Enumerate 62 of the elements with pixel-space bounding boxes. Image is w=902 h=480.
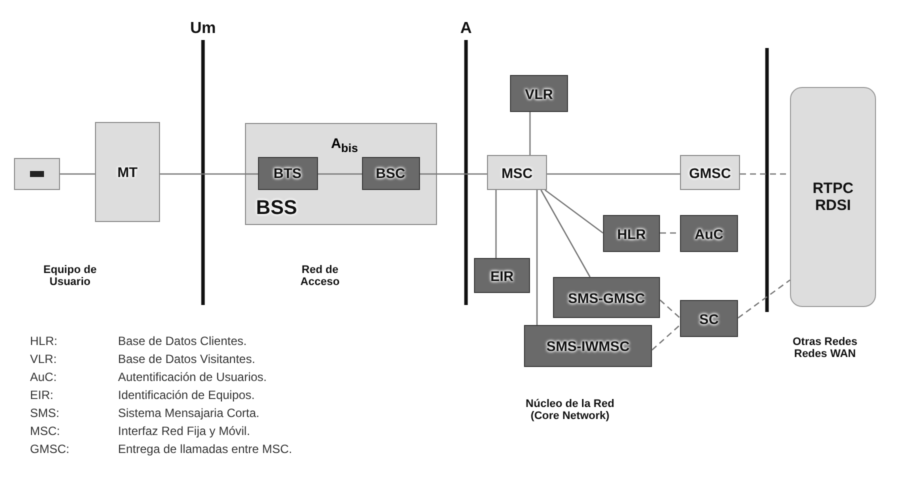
network-element-box xyxy=(474,258,530,293)
connector-line xyxy=(738,279,790,319)
connector-line xyxy=(318,173,362,175)
connector-line xyxy=(160,173,258,175)
network-element-box xyxy=(487,155,547,190)
network-element-box xyxy=(680,215,738,252)
node-label: AuC xyxy=(694,226,724,242)
node-label: SMS-IWMSC xyxy=(546,338,630,354)
node-label: VLR xyxy=(525,86,553,102)
connector-line xyxy=(652,324,680,350)
node-label: MT xyxy=(117,164,138,180)
glossary-definition: Identificación de Equipos. xyxy=(118,388,255,402)
connector-line xyxy=(540,190,591,278)
network-element-box xyxy=(95,122,160,222)
connector-line xyxy=(529,112,531,155)
network-element-box xyxy=(362,156,420,190)
network-element-box xyxy=(258,156,318,190)
node-label: SC xyxy=(699,310,719,326)
connector-line xyxy=(420,173,487,175)
node-label: GMSC xyxy=(689,164,731,180)
network-element-box xyxy=(680,155,740,190)
connector-line xyxy=(547,173,680,175)
subsystem-panel xyxy=(245,123,437,225)
network-panel xyxy=(790,87,876,307)
region-label: Otras Redes Redes WAN xyxy=(792,336,858,360)
node-label: EIR xyxy=(490,268,514,284)
connector-line xyxy=(544,189,604,234)
region-label: Núcleo de la Red (Core Network) xyxy=(524,398,616,422)
interface-label: Um xyxy=(189,20,217,38)
network-element-box xyxy=(553,277,660,318)
node-label: BSS xyxy=(256,197,298,220)
glossary-term: AuC: xyxy=(30,370,57,384)
connector-line xyxy=(60,173,95,175)
network-element-box xyxy=(603,215,660,252)
glossary-definition: Autentificación de Usuarios. xyxy=(118,370,267,384)
node-label: HLR xyxy=(617,226,646,242)
glossary-definition: Entrega de llamadas entre MSC. xyxy=(118,442,292,456)
glossary-definition: Base de Datos Visitantes. xyxy=(118,352,256,366)
region-label: Equipo de Usuario xyxy=(42,264,98,288)
network-element-box xyxy=(524,325,652,367)
glossary-term: MSC: xyxy=(30,424,60,438)
node-label: BSC xyxy=(376,165,406,181)
connector-line xyxy=(536,190,538,325)
node-label: RTPC RDSI xyxy=(812,180,854,214)
glossary-term: SMS: xyxy=(30,406,60,420)
interface-label: A xyxy=(459,20,473,38)
node-label: SMS-GMSC xyxy=(568,290,645,306)
connector-line xyxy=(660,300,680,318)
network-element-box xyxy=(680,300,738,337)
connector-line xyxy=(495,190,497,258)
network-element-box xyxy=(510,75,568,112)
glossary-definition: Base de Datos Clientes. xyxy=(118,334,247,348)
glossary-term: HLR: xyxy=(30,334,58,348)
node-label: BTS xyxy=(274,165,302,181)
glossary-term: VLR: xyxy=(30,352,57,366)
region-label: Red de Acceso xyxy=(299,264,341,288)
glossary-term: EIR: xyxy=(30,388,54,402)
glossary-definition: Interfaz Red Fija y Móvil. xyxy=(118,424,250,438)
node-label: MSC xyxy=(501,164,533,180)
device-box xyxy=(14,158,60,190)
glossary-definition: Sistema Mensajaria Corta. xyxy=(118,406,260,420)
glossary-term: GMSC: xyxy=(30,442,70,456)
